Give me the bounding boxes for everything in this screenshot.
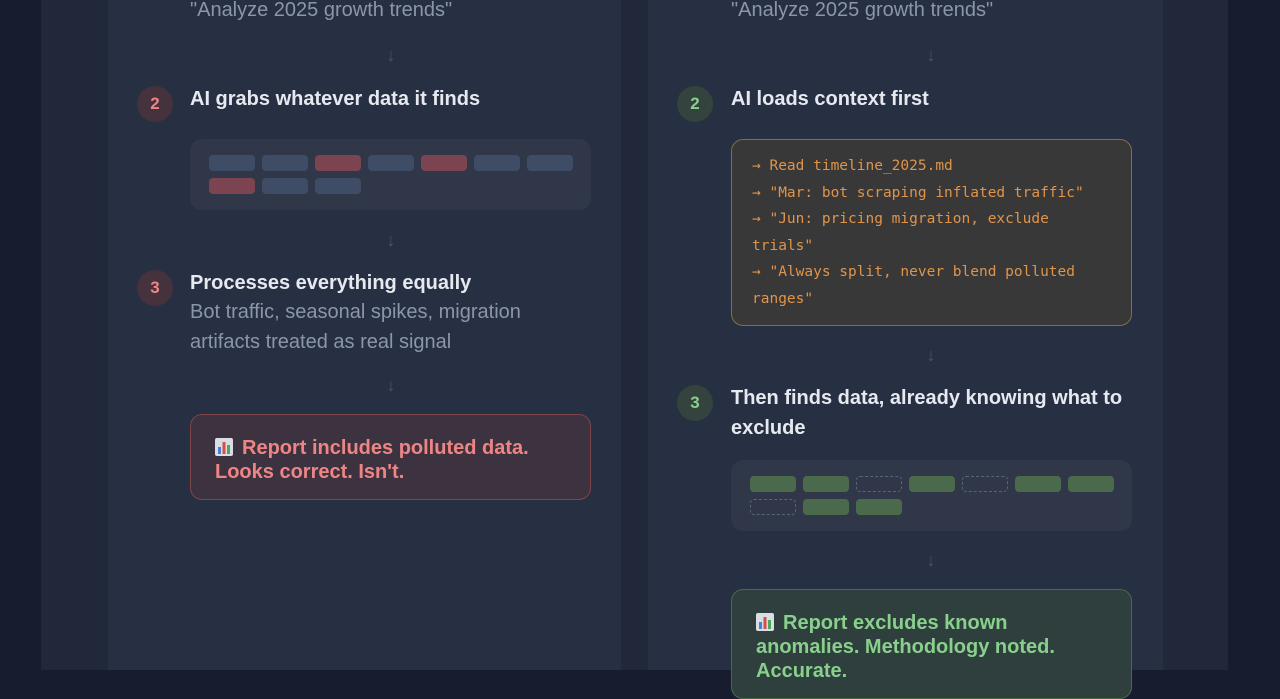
- with-context-column: [648, 0, 1163, 670]
- code-line: ranges": [752, 290, 814, 307]
- data-block-green: [750, 476, 796, 492]
- left-prompt: "Analyze 2025 growth trends": [190, 0, 453, 21]
- left-step-3-title: Processes everything equally: [190, 272, 472, 294]
- bar-chart-icon: [215, 438, 233, 456]
- context-code-box: → Read timeline_2025.md → "Mar: bot scra…: [731, 139, 1132, 326]
- data-block-green: [856, 499, 902, 515]
- bar-chart-icon: [756, 613, 774, 631]
- left-step-2-title: AI grabs whatever data it finds: [190, 88, 481, 110]
- data-block-green: [803, 499, 849, 515]
- data-block-red: [315, 155, 361, 171]
- data-block-blue: [262, 178, 308, 194]
- data-block-dashed: [962, 476, 1008, 492]
- code-line: → "Mar: bot scraping inflated traffic": [752, 184, 1084, 201]
- step-3-badge: 3: [677, 385, 713, 421]
- data-block-blue: [209, 155, 255, 171]
- code-line: → Read timeline_2025.md: [752, 158, 953, 174]
- step-2-badge: 2: [677, 86, 713, 122]
- right-step-3-title-line-2: exclude: [731, 417, 806, 439]
- right-result-line-1: Report excludes known: [783, 612, 1008, 634]
- data-block-red: [421, 155, 467, 171]
- data-block-red: [209, 178, 255, 194]
- data-block-blue: [527, 155, 573, 171]
- down-arrow-icon: ↓: [926, 45, 936, 65]
- left-step-3-desc-line-2: artifacts treated as real signal: [190, 331, 452, 353]
- code-line: trials": [752, 237, 814, 254]
- data-block-dashed: [750, 499, 796, 515]
- down-arrow-icon: ↓: [926, 550, 936, 570]
- right-step-3-title-line-1: Then finds data, already knowing what to: [731, 387, 1123, 409]
- left-data-blocks: [190, 139, 591, 210]
- data-block-blue: [474, 155, 520, 171]
- data-block-green: [803, 476, 849, 492]
- right-step-2-title: AI loads context first: [731, 88, 929, 110]
- right-result-box: Report excludes known anomalies. Methodo…: [731, 589, 1132, 699]
- right-result-line-3: Accurate.: [756, 660, 848, 682]
- data-block-blue: [368, 155, 414, 171]
- step-3-badge: 3: [137, 270, 173, 306]
- right-prompt: "Analyze 2025 growth trends": [731, 0, 994, 21]
- down-arrow-icon: ↓: [926, 345, 936, 365]
- without-context-column: [108, 0, 621, 670]
- down-arrow-icon: ↓: [386, 45, 396, 65]
- left-result-line-1: Report includes polluted data.: [242, 437, 529, 459]
- data-block-green: [1068, 476, 1114, 492]
- data-block-blue: [262, 155, 308, 171]
- data-block-dashed: [856, 476, 902, 492]
- data-block-green: [909, 476, 955, 492]
- right-data-blocks: [731, 460, 1132, 531]
- step-2-badge: 2: [137, 86, 173, 122]
- code-line: → "Always split, never blend polluted: [752, 264, 1076, 280]
- data-block-green: [1015, 476, 1061, 492]
- down-arrow-icon: ↓: [386, 230, 396, 250]
- right-result-line-2: anomalies. Methodology noted.: [756, 636, 1055, 658]
- left-result-box: Report includes polluted data. Looks cor…: [190, 414, 591, 500]
- left-step-3-desc-line-1: Bot traffic, seasonal spikes, migration: [190, 301, 521, 323]
- down-arrow-icon: ↓: [386, 375, 396, 395]
- code-line: → "Jun: pricing migration, exclude: [752, 211, 1049, 227]
- left-result-line-2: Looks correct. Isn't.: [215, 461, 405, 483]
- data-block-blue: [315, 178, 361, 194]
